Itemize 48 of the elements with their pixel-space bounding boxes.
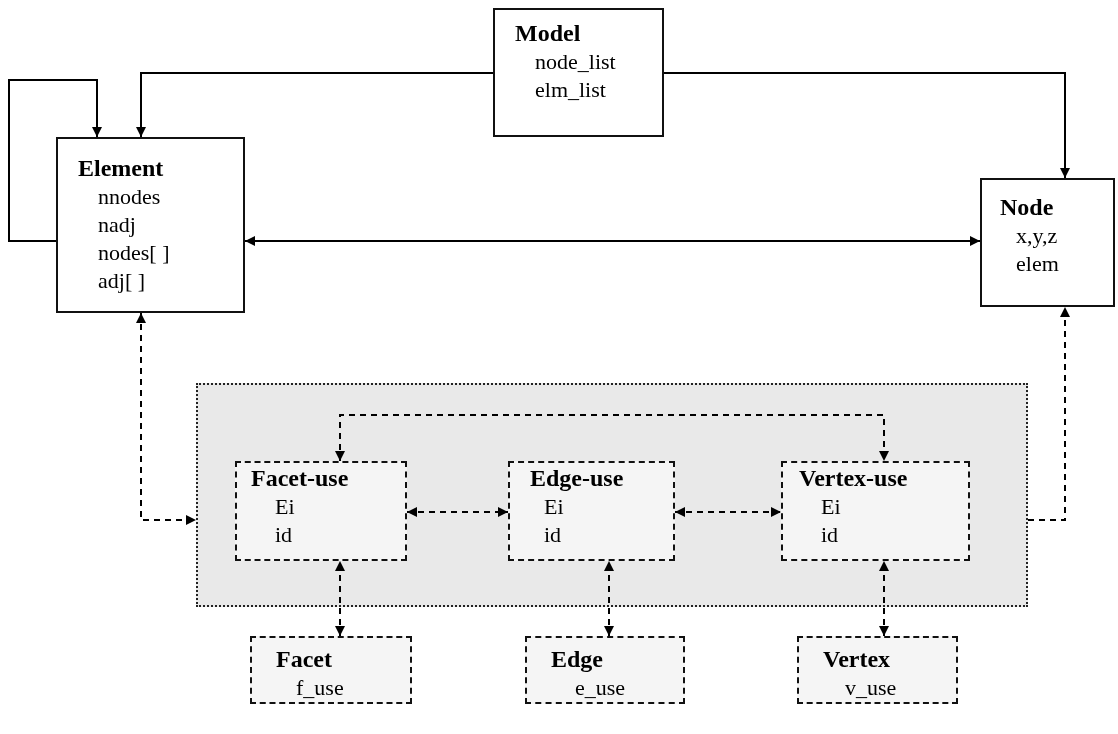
attribute-name: Ei xyxy=(543,493,565,521)
dashed-class-box xyxy=(525,636,685,704)
connector-arrow xyxy=(663,72,1070,179)
connector-arrow xyxy=(604,560,614,637)
dashed-class-box xyxy=(235,461,407,561)
class-name: Facet xyxy=(276,645,333,674)
connector-arrow xyxy=(136,312,197,525)
attribute-name: Ei xyxy=(274,493,296,521)
attribute-name: adj[ ] xyxy=(97,267,147,295)
connector-arrow xyxy=(8,79,102,242)
class-name: Node xyxy=(1000,193,1055,222)
attribute-name: elm_list xyxy=(534,76,607,104)
attribute-name: x,y,z xyxy=(1015,222,1059,250)
class-name: Vertex xyxy=(823,645,892,674)
class-name: Model xyxy=(515,19,582,48)
connector-arrow xyxy=(244,236,981,246)
connector-arrow xyxy=(136,72,494,138)
attribute-name: Ei xyxy=(820,493,842,521)
connector-arrow xyxy=(406,507,509,517)
attribute-name: nnodes xyxy=(97,183,162,211)
attribute-name: id xyxy=(274,521,294,549)
class-name: Element xyxy=(78,154,165,183)
group-panel xyxy=(196,383,1028,607)
attribute-name: e_use xyxy=(574,674,627,702)
attribute-name: nadj xyxy=(97,211,137,239)
class-box xyxy=(493,8,664,137)
class-name: Vertex-use xyxy=(799,464,909,493)
connector-arrow xyxy=(335,414,889,462)
attribute-name: node_list xyxy=(534,48,617,76)
connector-arrow xyxy=(674,507,782,517)
class-name: Edge-use xyxy=(530,464,625,493)
attribute-name: f_use xyxy=(295,674,345,702)
connector-arrow xyxy=(879,560,889,637)
class-box xyxy=(980,178,1115,307)
dashed-class-box xyxy=(250,636,412,704)
attribute-name: id xyxy=(820,521,840,549)
attribute-name: id xyxy=(543,521,563,549)
attribute-name: elem xyxy=(1015,250,1060,278)
connector-arrow xyxy=(1027,306,1070,521)
connector-arrow xyxy=(335,560,345,637)
attribute-name: nodes[ ] xyxy=(97,239,171,267)
class-name: Facet-use xyxy=(251,464,350,493)
dashed-class-box xyxy=(508,461,675,561)
dashed-class-box xyxy=(781,461,970,561)
attribute-name: v_use xyxy=(844,674,898,702)
class-name: Edge xyxy=(551,645,604,674)
dashed-class-box xyxy=(797,636,958,704)
class-box xyxy=(56,137,245,313)
